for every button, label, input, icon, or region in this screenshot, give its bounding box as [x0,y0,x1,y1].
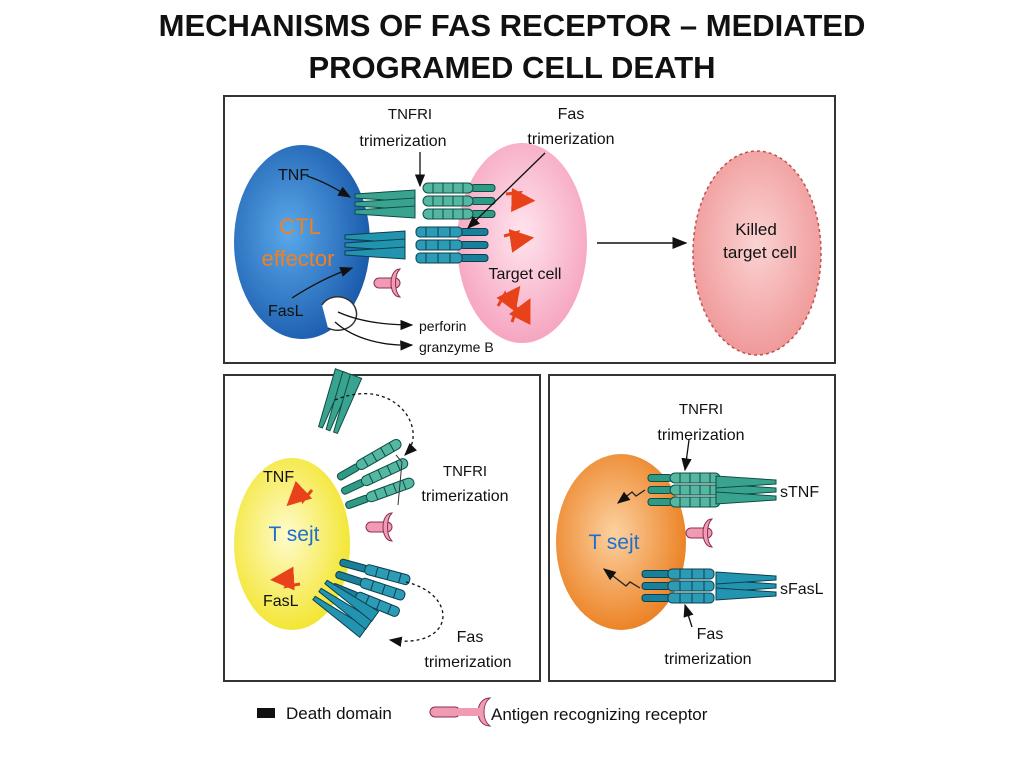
tnfri-trimerization-left: trimerization [421,488,508,505]
perforin-arrow [337,311,414,331]
tnfri-label-top: TNFRI [388,106,432,123]
bottom-left-panel: TNF T sejt FasL TNFRI trimerization Fas … [223,368,541,682]
fas-label-right: Fas [697,626,724,643]
tnf-label-left: TNF [263,469,294,486]
fasl-pocket [321,296,358,331]
death-domain-swatch [257,708,275,718]
dashed-arrow-top-left [334,393,417,456]
page-title-line2: PROGRAMED CELL DEATH [308,50,716,85]
killed-label: Killed [735,220,777,239]
stnf-label: sTNF [780,484,819,501]
t-cell-label-right: T sejt [589,531,640,554]
t-cell-yellow [234,458,350,630]
killed-target-cell [692,150,822,356]
fas-label-left: Fas [457,629,484,646]
fas-label-top: Fas [558,106,585,123]
ctl-label: CTL [279,214,321,239]
ctl-effector-cell [234,145,370,339]
fasl-pointer-arrow [291,266,354,299]
antigen-receptor-swatch [429,697,492,727]
bottom-right-panel: TNFRI trimerization T sejt sTNF sFasL Fa… [548,374,836,682]
killed-target-label: target cell [723,243,797,262]
effector-label: effector [262,246,335,271]
tnfri-label-left: TNFRI [443,463,487,480]
target-cell [457,143,587,343]
fasl-label-top: FasL [268,303,304,320]
tnfri-trimerization-right: trimerization [657,427,744,444]
tnfri-pointer-right [681,439,692,472]
signal-zigzag-lower [602,568,641,589]
sfasl-label: sFasL [780,581,824,598]
target-cell-label: Target cell [489,266,562,283]
fas-pointer-arrow [467,152,546,229]
antigen-receptor-label: Antigen recognizing receptor [491,705,708,724]
fas-trimerization-top: trimerization [527,131,614,148]
death-domain-label: Death domain [286,704,392,723]
page-title-line1: MECHANISMS OF FAS RECEPTOR – MEDIATED [158,8,866,43]
tnf-pointer-arrow [306,175,352,198]
t-cell-label-left: T sejt [269,523,320,546]
tnfri-bracket [395,454,403,506]
perforin-label: perforin [419,318,466,334]
tnf-label-top: TNF [278,167,309,184]
fas-trimerization-right: trimerization [664,651,751,668]
tnfri-label-right: TNFRI [679,401,723,418]
granzyme-label: granzyme B [419,339,494,355]
granzyme-arrow [334,321,414,351]
fas-pointer-right [683,603,694,628]
fas-trimerization-left: trimerization [424,654,511,671]
fasl-label-left: FasL [263,593,299,610]
legend: Death domain Antigen recognizing recepto… [257,697,708,727]
signal-zigzag-upper [616,489,646,504]
tnfri-trimerization-top: trimerization [359,133,446,150]
top-panel: TNFRI trimerization Fas trimerization TN… [223,95,836,364]
